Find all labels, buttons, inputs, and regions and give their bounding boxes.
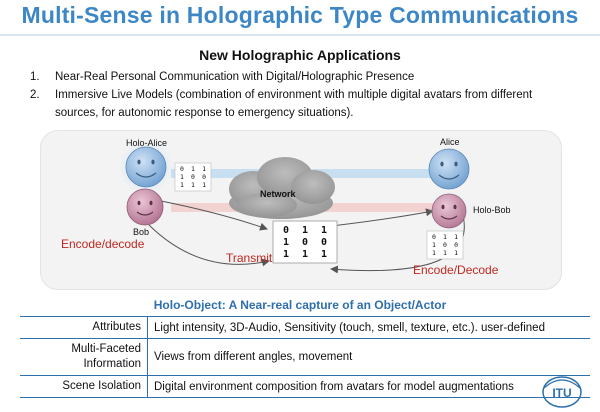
row-value: Views from different angles, movement <box>154 351 353 363</box>
holo-object-table: Attributes Light intensity, 3D-Audio, Se… <box>20 316 590 398</box>
section-subtitle: New Holographic Applications <box>199 47 401 63</box>
diagram-graphics <box>118 139 471 274</box>
holo-object-caption: Holo-Object: A Near-real capture of an O… <box>153 298 447 312</box>
holo-alice-face-icon <box>125 146 167 188</box>
svg-text:ITU: ITU <box>552 386 571 400</box>
table-row: Attributes Light intensity, 3D-Audio, Se… <box>20 316 590 339</box>
arrow-bob-to-transmit <box>148 224 270 267</box>
holo-bob-face-icon <box>431 193 467 229</box>
title-divider <box>0 34 600 36</box>
table-row: Scene Isolation Digital environment comp… <box>20 375 590 398</box>
row-key: Scene Isolation <box>20 375 148 398</box>
row-value: Digital environment composition from ava… <box>154 380 514 393</box>
encode-decode-left-label: Encode/decode <box>61 237 145 251</box>
alice-face-icon <box>428 148 470 190</box>
item-text: Near-Real Personal Communication with Di… <box>55 71 415 83</box>
application-item: 2. Immersive Live Models (combination of… <box>30 86 590 104</box>
itu-logo-icon: ITU <box>542 376 582 408</box>
applications-list: 1. Near-Real Personal Communication with… <box>30 68 590 122</box>
application-item: 1. Near-Real Personal Communication with… <box>30 68 590 86</box>
item-number: 1. <box>30 71 40 83</box>
matrix-frame-left <box>174 162 212 192</box>
matrix-frame-center <box>272 220 338 264</box>
bob-label: Bob <box>133 227 150 237</box>
item-text: Immersive Live Models (combination of en… <box>55 89 533 101</box>
item-text-continuation: sources, for autonomic response to emerg… <box>55 107 354 119</box>
holo-alice-label: Holo-Alice <box>126 138 168 148</box>
holo-bob-label: Holo-Bob <box>473 205 511 215</box>
alice-label: Alice <box>440 137 460 147</box>
row-value: Light intensity, 3D-Audio, Sensitivity (… <box>154 321 545 334</box>
transmit-label: Transmit <box>226 251 273 265</box>
network-cloud <box>229 157 335 219</box>
arrow-bob-to-network <box>160 200 268 231</box>
item-number: 2. <box>30 89 40 101</box>
hologram-communication-diagram: Holo-Alice Bob Alice Holo-Bob Network En… <box>40 130 562 290</box>
arrow-network-to-holo-bob <box>322 208 434 228</box>
network-label: Network <box>260 189 296 199</box>
encode-decode-right-label: Encode/Decode <box>413 263 499 277</box>
row-key: Attributes <box>20 316 148 339</box>
matrix-frame-right <box>426 230 464 260</box>
bob-face-icon <box>126 188 164 226</box>
slide-title: Multi-Sense in Holographic Type Communic… <box>21 2 579 28</box>
